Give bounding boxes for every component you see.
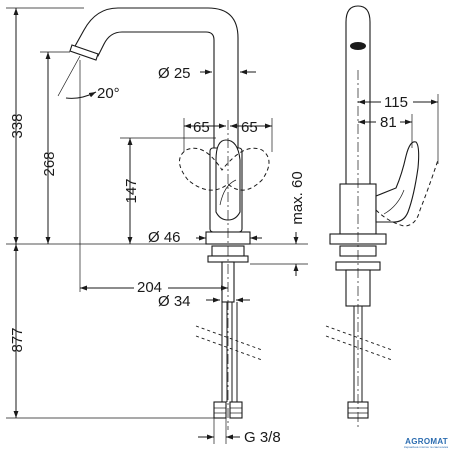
side-dimensions: 115 81 (358, 90, 439, 164)
dim-handle-axis: 81 (380, 114, 397, 131)
dim-handle-reach: 115 (384, 94, 408, 111)
dim-swing-left: 65 (193, 119, 210, 136)
side-handle-detail (383, 189, 405, 215)
dim-angle: 20° (97, 85, 120, 102)
aerator (69, 44, 99, 61)
break-lines-side (325, 325, 393, 361)
dim-reach-204: 204 (137, 279, 162, 296)
side-view (325, 5, 439, 430)
dim-877: 877 (9, 327, 26, 352)
break-lines-front (195, 325, 263, 361)
watermark-tagline: Керамічна плитка та сантехніка (404, 445, 448, 449)
dim-base-diameter: Ø 46 (148, 229, 181, 246)
side-handle (375, 141, 420, 223)
handle-detail (219, 179, 237, 206)
side-aerator (350, 42, 366, 50)
dim-swing-right: 65 (241, 119, 258, 136)
dim-268: 268 (41, 151, 58, 176)
dim-max-60: max. 60 (289, 171, 306, 224)
spout-tube (73, 7, 239, 151)
watermark-logo: AGROMAT Керамічна плитка та сантехніка (404, 438, 448, 449)
dim-thread: G 3/8 (244, 429, 281, 446)
dim-hole-diameter: Ø 34 (158, 293, 191, 310)
watermark-brand: AGROMAT (405, 437, 448, 446)
side-handle-raised (375, 159, 439, 227)
supply-hoses (213, 302, 243, 419)
front-dimensions: 338 268 20° Ø 25 65 65 147 max. 60 Ø (6, 7, 308, 446)
dim-spout-diameter: Ø 25 (158, 65, 191, 82)
dim-338: 338 (9, 113, 26, 138)
dim-147: 147 (123, 178, 140, 203)
